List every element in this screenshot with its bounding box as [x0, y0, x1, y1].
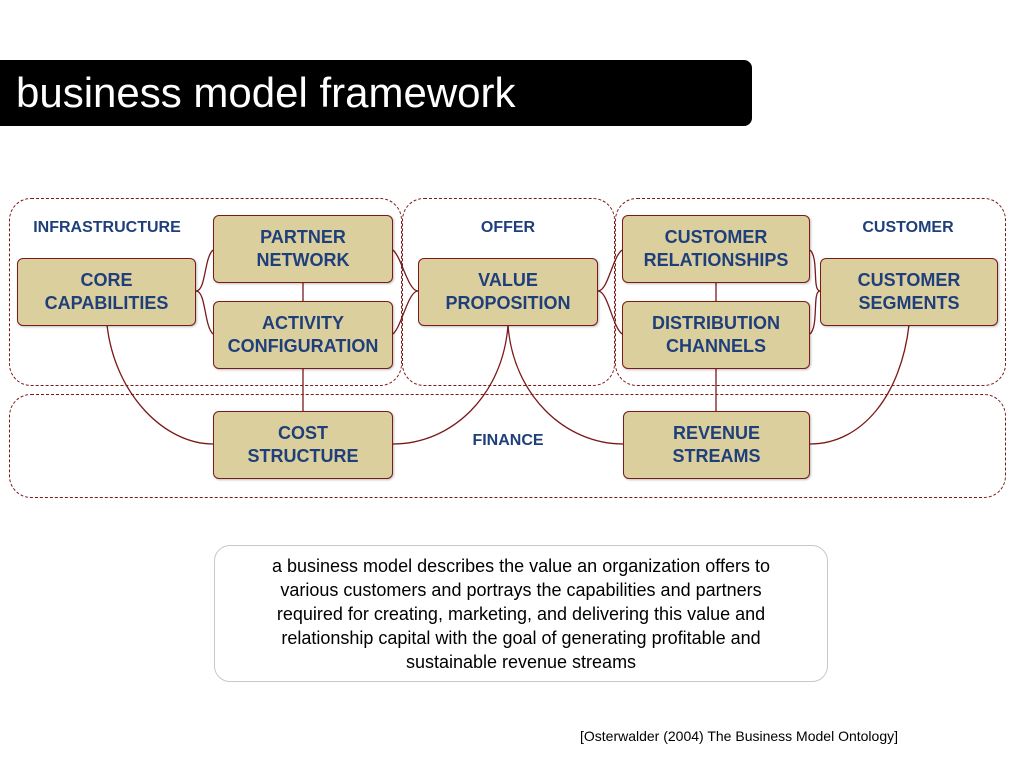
- brace-distribution-segments: [809, 290, 821, 335]
- brace-activity-value: [392, 290, 419, 335]
- definition-text: a business model describes the value an …: [272, 555, 770, 672]
- title-bar: business model framework: [0, 60, 752, 126]
- brace-partner-value: [392, 249, 419, 292]
- partner-network-box: PARTNER NETWORK: [213, 215, 393, 283]
- brace-value-distribution: [597, 290, 623, 335]
- value-proposition-box: VALUE PROPOSITION: [418, 258, 598, 326]
- customer-label: CUSTOMER: [862, 219, 954, 236]
- activity-configuration-box: ACTIVITY CONFIGURATION: [213, 301, 393, 369]
- cost-structure-box: COST STRUCTURE: [213, 411, 393, 479]
- brace-core-activity: [195, 290, 214, 335]
- definition-box: a business model describes the value an …: [214, 545, 828, 682]
- core-capabilities-box: CORE CAPABILITIES: [17, 258, 196, 326]
- customer-segments-box: CUSTOMER SEGMENTS: [820, 258, 998, 326]
- offer-group: [402, 198, 615, 386]
- brace-relationships-segments: [809, 249, 821, 292]
- distribution-channels-box: DISTRIBUTION CHANNELS: [622, 301, 810, 369]
- infrastructure-label: INFRASTRUCTURE: [33, 219, 181, 236]
- customer-relationships-box: CUSTOMER RELATIONSHIPS: [622, 215, 810, 283]
- curve-value-revenue: [507, 324, 624, 445]
- offer-label: OFFER: [480, 219, 536, 236]
- citation: [Osterwalder (2004) The Business Model O…: [579, 728, 898, 744]
- curve-segments-revenue: [809, 324, 910, 445]
- brace-value-relationships: [597, 249, 623, 292]
- infrastructure-group: [9, 198, 402, 386]
- revenue-streams-box: REVENUE STREAMS: [623, 411, 810, 479]
- customer-group: [615, 198, 1006, 386]
- page-title: business model framework: [16, 69, 516, 116]
- finance-label: FINANCE: [472, 432, 544, 449]
- curve-core-cost: [106, 324, 214, 445]
- curve-value-cost: [392, 324, 509, 445]
- finance-group: [9, 394, 1006, 498]
- brace-core-partner: [195, 249, 214, 292]
